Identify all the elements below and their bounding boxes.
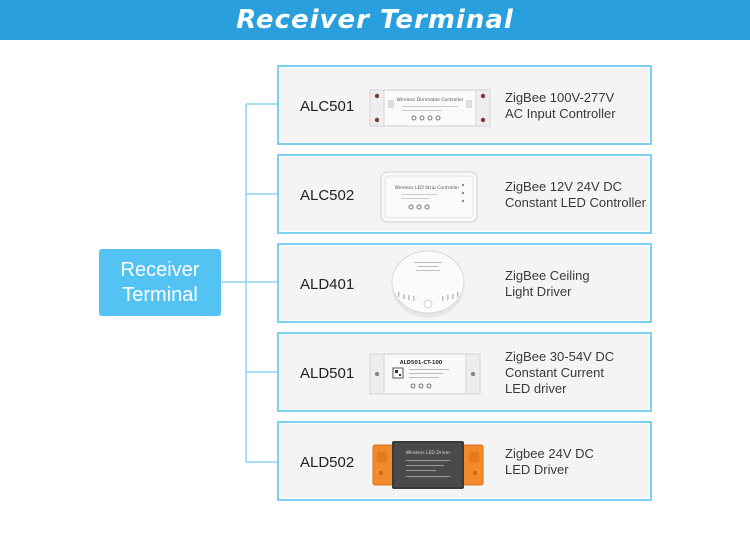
description-line: Light Driver <box>505 284 572 299</box>
svg-text:Wireless LED Strip Controller: Wireless LED Strip Controller <box>395 185 460 191</box>
description-line: Constant LED Controller <box>505 195 646 210</box>
header-banner: Receiver Terminal <box>0 0 750 40</box>
round-ceiling-driver-image <box>390 248 466 320</box>
root-label-line2: Terminal <box>122 283 198 306</box>
product-code: ALD401 <box>300 275 355 293</box>
svg-text:Wireless LED Driver: Wireless LED Driver <box>406 450 451 456</box>
root-node: Receiver Terminal <box>99 249 221 316</box>
page-title: Receiver Terminal <box>236 5 514 35</box>
product-node-alc501: ALC501 Wireless Dimmable Controller <box>277 65 652 145</box>
description-line: AC Input Controller <box>505 106 616 121</box>
description-line: ZigBee 12V 24V DC <box>505 179 623 194</box>
product-description: ZigBee 12V 24V DC Constant LED Controlle… <box>505 157 646 233</box>
description-line: ZigBee 30-54V DC <box>505 349 615 364</box>
root-label-line1: Receiver <box>120 258 200 281</box>
product-node-alc502: ALC502 Wireless LED Strip Controller Zig… <box>277 154 652 234</box>
product-node-ald501: ALD501 ALD501-CT-100 ZigBee 30- <box>277 332 652 412</box>
product-code: ALC502 <box>300 186 355 204</box>
product-code: ALD501 <box>300 364 355 382</box>
product-node-ald502: ALD502 Wireless LED Driver Zigbee 24V DC… <box>277 421 652 501</box>
description-line: ZigBee 100V-277V <box>505 90 615 105</box>
orange-led-driver-image: Wireless LED Driver <box>372 440 484 490</box>
description-line: LED driver <box>505 381 567 396</box>
product-code: ALC501 <box>300 97 355 115</box>
product-code: ALD502 <box>300 453 355 471</box>
constant-current-driver-image: ALD501-CT-100 <box>369 351 481 397</box>
description-line: Zigbee 24V DC <box>505 446 594 461</box>
ac-controller-image: Wireless Dimmable Controller <box>369 86 491 130</box>
description-line: Constant Current <box>505 365 604 380</box>
product-node-ald401: ALD401 <box>277 243 652 323</box>
description-line: LED Driver <box>505 462 569 477</box>
description-line: ZigBee Ceiling <box>505 268 590 283</box>
product-description: ZigBee 30-54V DC Constant Current LED dr… <box>505 335 614 411</box>
led-strip-controller-image: Wireless LED Strip Controller <box>379 169 479 225</box>
product-description: ZigBee Ceiling Light Driver <box>505 246 590 322</box>
svg-text:Wireless Dimmable Controller: Wireless Dimmable Controller <box>397 97 464 103</box>
product-description: ZigBee 100V-277V AC Input Controller <box>505 68 616 144</box>
product-description: Zigbee 24V DC LED Driver <box>505 424 594 500</box>
svg-text:ALD501-CT-100: ALD501-CT-100 <box>400 360 443 366</box>
